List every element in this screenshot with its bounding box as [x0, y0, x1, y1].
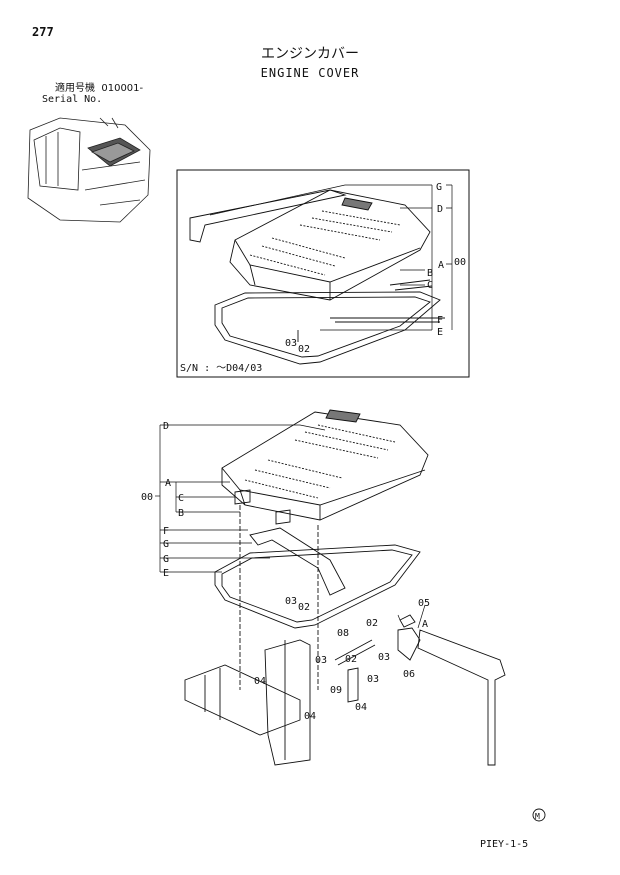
upper-callout-03: 03: [285, 338, 297, 349]
m-symbol: M: [535, 812, 540, 821]
lower-callout-03b: 03: [378, 652, 390, 663]
lower-callout-02a: 02: [298, 602, 310, 613]
upper-callout-f: F: [437, 315, 443, 326]
upper-callout-00: 00: [454, 257, 466, 268]
lower-callout-04a: 04: [254, 676, 266, 687]
lower-callout-02c: 02: [345, 654, 357, 665]
lower-callout-b: B: [178, 508, 184, 519]
upper-callout-e: E: [437, 327, 443, 338]
lower-leaders: [155, 424, 426, 629]
lower-callout-g2: G: [163, 554, 169, 565]
excavator-thumbnail-icon: [27, 117, 151, 223]
lower-callout-02b: 02: [366, 618, 378, 629]
lower-callout-e: E: [163, 568, 169, 579]
upper-callout-d: D: [437, 204, 443, 215]
page-number: 277: [32, 25, 54, 39]
lower-callout-06: 06: [403, 669, 415, 680]
title-english: ENGINE COVER: [260, 66, 360, 80]
lower-callout-c: C: [178, 493, 184, 504]
upper-callout-g: G: [436, 182, 442, 193]
upper-leaders: [209, 184, 453, 331]
title-japanese: エンジンカバー: [261, 46, 359, 62]
applicability: 適用号機 010001-: [55, 84, 143, 94]
lower-callout-08: 08: [337, 628, 349, 639]
lower-callout-09: 09: [330, 685, 342, 696]
applicability-label: 適用号機: [55, 83, 95, 94]
lower-callout-a: A: [165, 478, 171, 489]
lower-callout-04c: 04: [355, 702, 367, 713]
serial-note: S/N : ～D04/03: [180, 363, 262, 374]
lower-cover-assembly: [184, 409, 506, 766]
page-code: PIEY-1-5: [480, 839, 529, 850]
upper-callout-02: 02: [298, 344, 310, 355]
upper-cover-assembly: [189, 189, 445, 365]
upper-callout-c: C: [427, 280, 433, 291]
m-symbol-circle-icon: [532, 808, 546, 822]
lower-callout-d: D: [163, 421, 169, 432]
lower-callout-03c: 03: [315, 655, 327, 666]
lower-callout-a2: A: [422, 619, 428, 630]
serial-label: Serial No.: [42, 94, 103, 105]
lower-callout-g1: G: [163, 539, 169, 550]
lower-callout-05: 05: [418, 598, 430, 609]
upper-view-frame: [176, 169, 470, 378]
lower-callout-f: F: [163, 526, 169, 537]
lower-callout-04b: 04: [304, 711, 316, 722]
serial-range: 010001-: [101, 83, 144, 94]
lower-callout-03a: 03: [285, 596, 297, 607]
lower-callout-03d: 03: [367, 674, 379, 685]
upper-callout-b: B: [427, 268, 433, 279]
lower-callout-00: 00: [141, 492, 153, 503]
upper-callout-a: A: [438, 260, 444, 271]
